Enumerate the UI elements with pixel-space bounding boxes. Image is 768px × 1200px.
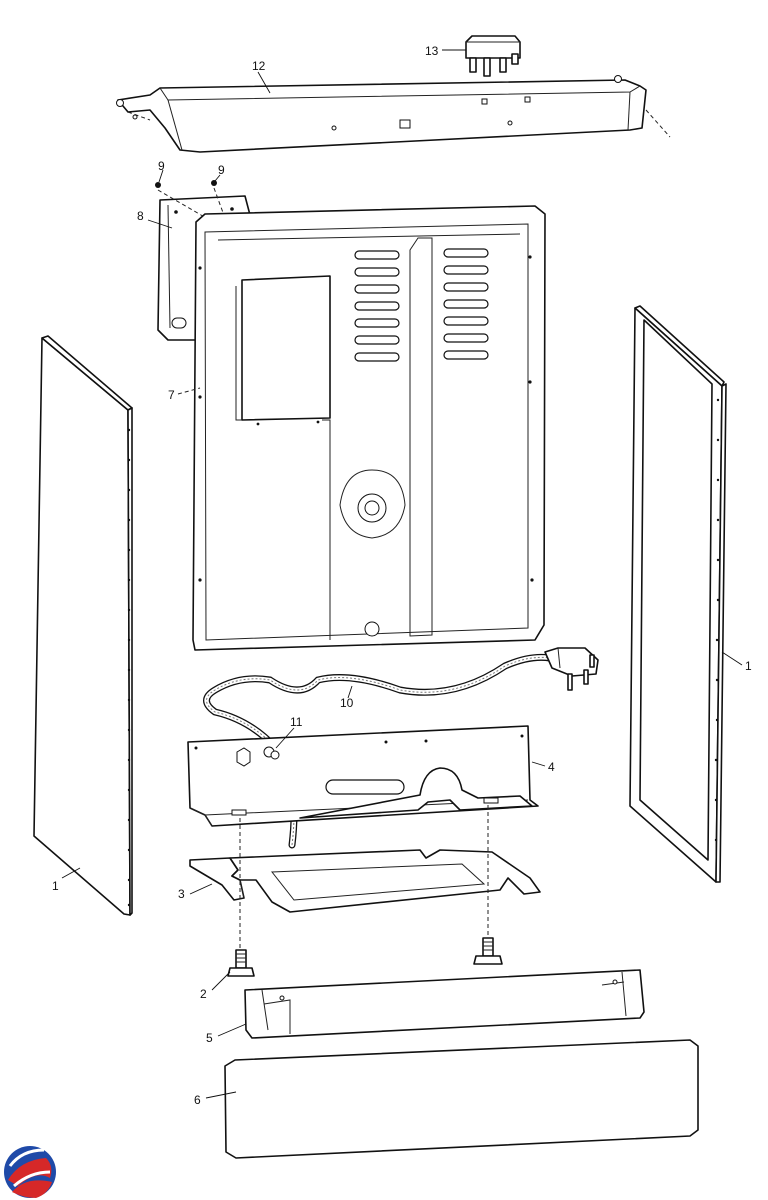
callout-9: 9 [218, 163, 225, 177]
part-6-plinth-panel [224, 1039, 699, 1159]
callout-11: 11 [290, 715, 303, 729]
part-7-back-panel [177, 205, 546, 651]
part-3-base-plate [189, 849, 541, 913]
part-5-plinth-bracket [244, 969, 645, 1039]
callout-13: 13 [425, 44, 439, 58]
leader-lines [61, 49, 743, 1099]
vent-louvers-left [354, 250, 400, 362]
callout-7: 7 [168, 388, 175, 402]
callout-4: 4 [548, 760, 555, 774]
callout-6: 6 [194, 1093, 201, 1107]
callout-10: 10 [340, 696, 354, 710]
brand-logo [4, 1146, 56, 1198]
callout-5: 5 [206, 1031, 213, 1045]
vent-louvers-right [443, 248, 489, 360]
part-2-adjustable-foot-left [227, 949, 255, 977]
part-11-cable-clamp [270, 750, 280, 760]
mains-plug [544, 647, 599, 691]
callout-labels: 12 13 9 9 8 7 1 1 10 11 4 3 2 5 6 [52, 44, 752, 1107]
right-frame-fixing-holes [714, 398, 720, 842]
callout-12: 12 [252, 59, 266, 73]
part-12-top-rail [116, 75, 671, 153]
callout-1-left: 1 [52, 879, 59, 893]
part-13-terminal-block [465, 35, 521, 77]
callout-1-right: 1 [745, 659, 752, 673]
left-panel-fixing-holes [127, 428, 131, 907]
part-1-side-panel-left [33, 335, 133, 916]
part-1-side-panel-right [629, 305, 727, 883]
callout-8: 8 [137, 209, 144, 223]
callout-9: 9 [158, 159, 165, 173]
part-4-rear-channel [187, 725, 539, 827]
callout-3: 3 [178, 887, 185, 901]
callout-2: 2 [200, 987, 207, 1001]
part-2-adjustable-foot-right [473, 937, 503, 965]
